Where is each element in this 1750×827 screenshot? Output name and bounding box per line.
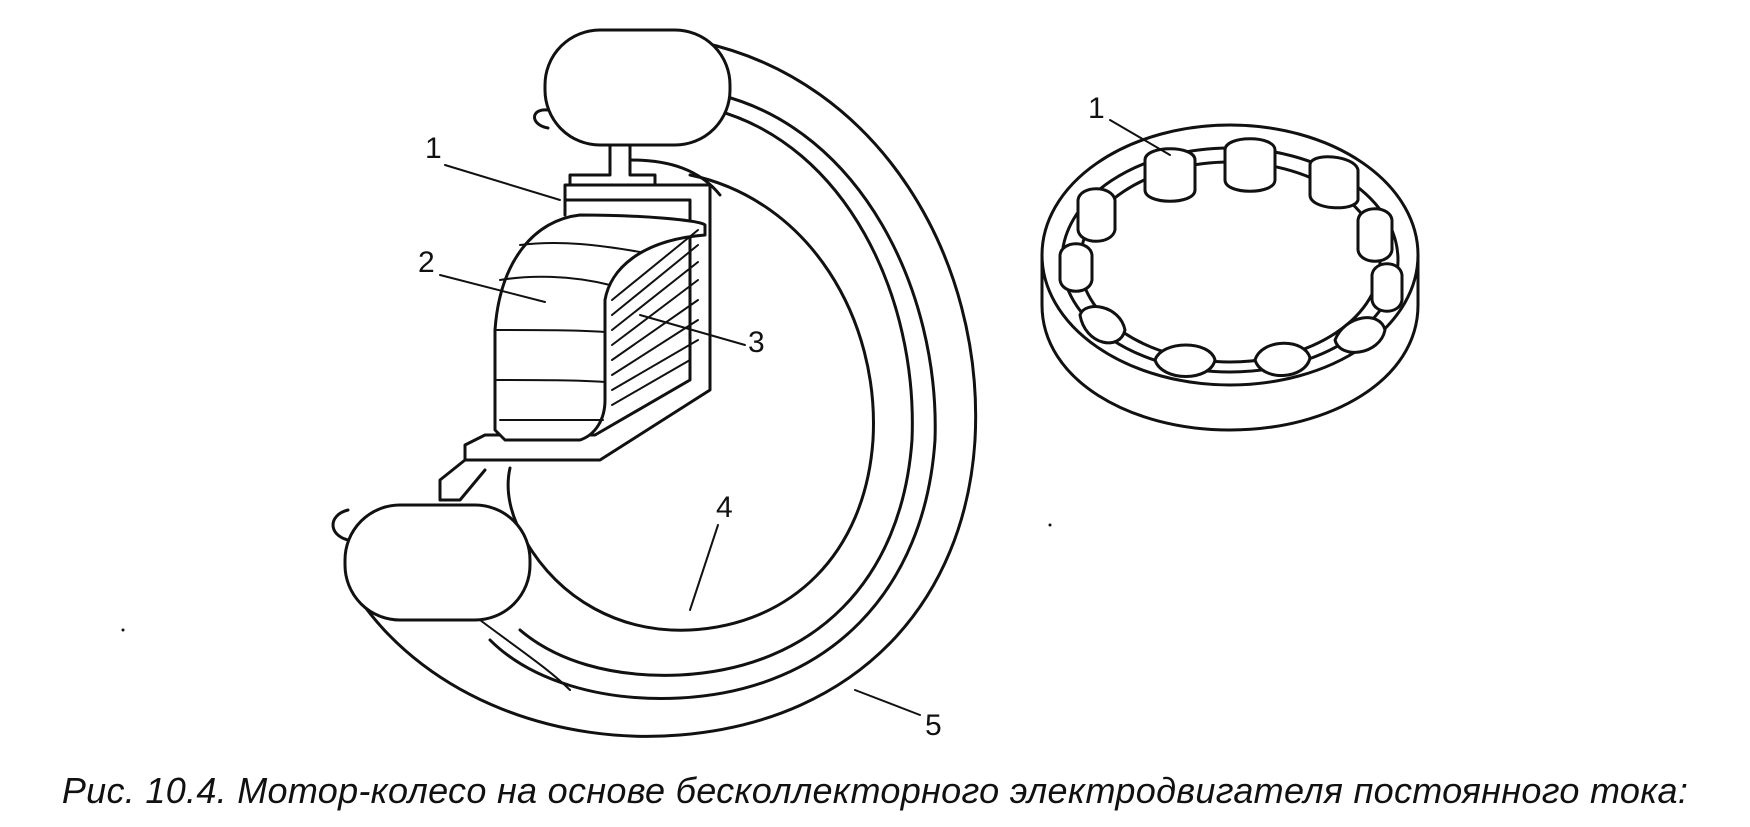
stator-core — [493, 213, 707, 442]
label-motor-5: 5 — [925, 709, 942, 742]
label-motor-4: 4 — [716, 491, 733, 524]
ring-magnets — [1058, 137, 1404, 378]
rim-inner — [518, 108, 914, 677]
stator-windings — [611, 229, 699, 406]
motor-wheel: 1 2 3 4 5 — [331, 28, 978, 742]
label-motor-3: 3 — [748, 326, 765, 359]
label-motor-1: 1 — [425, 132, 442, 165]
figure-caption: Рис. 10.4. Мотор-колесо на основе бескол… — [61, 770, 1689, 811]
stator-frame — [463, 183, 712, 462]
bottom-pad — [343, 503, 532, 622]
tire-outer — [358, 40, 978, 738]
label-ring-1: 1 — [1088, 92, 1105, 125]
hub-inner — [523, 173, 875, 632]
label-motor-2: 2 — [418, 246, 435, 279]
top-pad — [543, 28, 732, 147]
magnet-ring: 1 — [1040, 92, 1420, 432]
rim-outer — [488, 93, 937, 700]
